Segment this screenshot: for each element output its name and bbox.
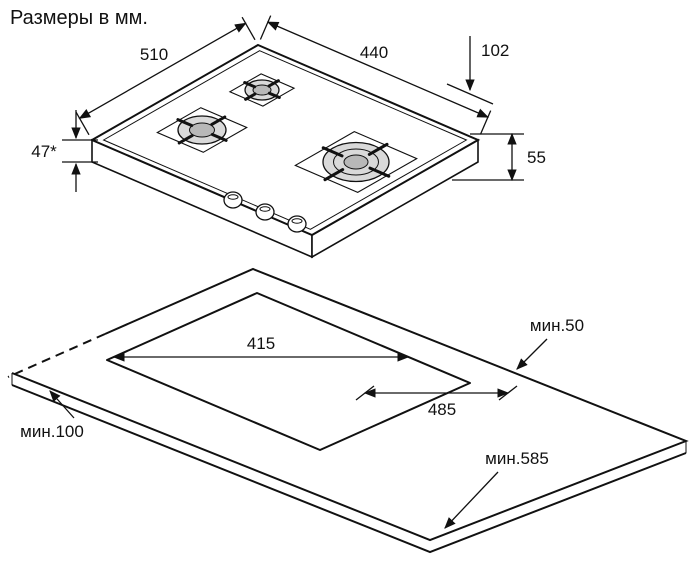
min-rear-clearance-label: мин.50 (530, 316, 584, 335)
hob-isometric-view (89, 43, 481, 259)
dimension-width-510: 510 (75, 16, 256, 136)
min-worktop-depth-label: мин.585 (485, 449, 549, 468)
recess-depth-label: 47* (31, 142, 57, 161)
dimension-arrow-line (266, 21, 489, 118)
worktop-cutout-view (7, 267, 689, 554)
hob-depth-label: 440 (360, 43, 388, 62)
hob-width-label: 510 (140, 45, 168, 64)
dimension-cutout-485: 485 (355, 385, 518, 419)
dimension-height-55: 55 (452, 132, 546, 182)
hob-top-surface (89, 43, 481, 237)
dimension-arrow-line (78, 22, 247, 119)
pointer-arrow (516, 338, 548, 370)
control-knobs (223, 191, 307, 233)
page-title: Размеры в мм. (10, 7, 148, 29)
dimension-recess-47: 47* (31, 110, 98, 192)
dimension-cutout-415: 415 (112, 334, 410, 362)
dimension-min-depth-585: мин.585 (444, 449, 549, 529)
knob (223, 191, 243, 209)
extension-line (259, 15, 272, 40)
extension-line (241, 16, 256, 41)
cutout-dimensions: 415 485 мин.50 мин.100 мин.585 (20, 316, 584, 529)
hob-height-label: 55 (527, 148, 546, 167)
knob (287, 215, 307, 233)
burner-offset-label: 102 (481, 41, 509, 60)
cutout-depth-label: 415 (247, 334, 275, 353)
worktop-thickness-edge (11, 384, 687, 554)
min-side-clearance-label: мин.100 (20, 422, 84, 441)
cutout-width-label: 485 (428, 400, 456, 419)
pointer-arrow (444, 471, 499, 529)
cutout-opening (106, 292, 471, 451)
hob-dimensions: 510 440 102 47* 55 (31, 15, 546, 192)
knob (255, 203, 275, 221)
dimension-min-rear-50: мин.50 (516, 316, 584, 370)
dimension-min-side-100: мин.100 (20, 390, 84, 441)
dimension-burner-offset-102: 102 (446, 36, 509, 105)
pointer-arrow (49, 390, 75, 419)
extension-line (446, 83, 494, 105)
grate-frame-large (294, 130, 418, 194)
extension-line (479, 110, 492, 135)
worktop-dashed-cut-line (7, 333, 106, 378)
dimension-depth-440: 440 (259, 15, 492, 135)
extension-line (75, 111, 90, 136)
